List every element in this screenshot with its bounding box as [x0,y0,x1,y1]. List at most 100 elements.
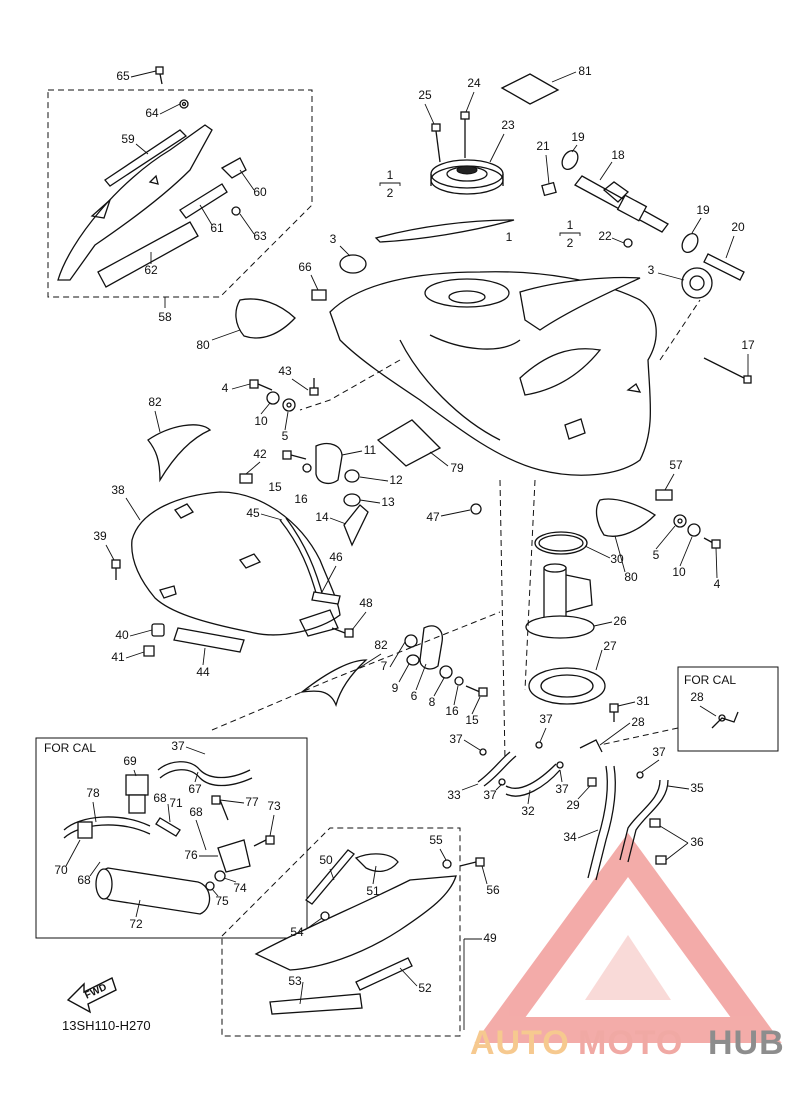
callout-12: 12 [389,473,403,487]
seal-62 [97,221,199,288]
hose-67 [157,761,253,787]
cap-3a [339,254,367,274]
for-cal-label-small: FOR CAL [684,673,736,687]
callout-26: 26 [613,614,627,628]
seal-51 [354,853,399,873]
stay-14 [343,504,369,547]
diagram-code: 13SH110-H270 [62,1018,151,1033]
clamp-36a [649,818,661,828]
collar-9 [406,654,420,666]
screw-22 [623,238,633,248]
callout-32: 32 [521,804,535,818]
label-81 [500,73,560,105]
callout-58: 58 [158,310,172,324]
hose-32 [505,763,561,797]
callout-41: 41 [111,650,125,664]
washer-16-mid [454,676,464,686]
seal-strip-59 [104,129,188,187]
callout-73: 73 [267,799,281,813]
collar-75 [205,881,215,891]
collar-5-left [282,398,296,412]
collar-64 [179,99,189,109]
callout-10: 10 [672,565,686,579]
callout-70: 70 [54,863,68,877]
callout-17: 17 [741,338,755,352]
bolt-17 [703,357,752,384]
callout-4: 4 [222,381,229,395]
damper-8 [439,665,453,679]
callout-38: 38 [111,483,125,497]
bracket-76 [217,839,251,873]
callout-50: 50 [319,853,333,867]
damper-19b [681,233,699,253]
cover-80-left [235,298,296,339]
o-ring-30 [534,531,588,555]
for-cal-box-small [677,666,779,752]
callout-80: 80 [196,338,210,352]
callout-81: 81 [578,64,592,78]
bolt-25 [431,123,441,163]
callout-20: 20 [731,220,745,234]
callout-75: 75 [215,894,229,908]
decal-right-1-2 [519,276,641,331]
callout-76: 76 [184,848,198,862]
callout-59: 59 [121,132,135,146]
callout-23: 23 [501,118,515,132]
callout-82: 82 [374,638,388,652]
callout-54: 54 [290,925,304,939]
damper-47 [470,503,482,515]
callout-35: 35 [690,781,704,795]
callout-1: 1 [387,168,394,182]
callout-47: 47 [426,510,440,524]
callout-37: 37 [652,745,666,759]
assembly-guide-lines [211,299,701,761]
callout-2: 2 [567,236,574,250]
plate-27 [528,667,606,705]
callout-18: 18 [611,148,625,162]
damper-66 [311,289,327,301]
hose-clip-37-group [479,741,644,786]
fuel-pump-26 [525,563,595,639]
for-cal-label-large: FOR CAL [44,741,96,755]
watermark-hub: HUB [708,1024,785,1062]
bolt-15-top [282,450,307,460]
callout-8: 8 [429,695,436,709]
callout-69: 69 [123,754,137,768]
callout-28: 28 [690,690,704,704]
callout-9: 9 [392,681,399,695]
callout-3: 3 [648,263,655,277]
callout-24: 24 [467,76,481,90]
screw-63 [231,206,241,216]
callout-30: 30 [610,552,624,566]
seal-44 [173,627,245,653]
washer-16-top [302,463,312,473]
band-46 [311,591,341,605]
callout-31: 31 [636,694,650,708]
callout-43: 43 [278,364,292,378]
cover-79 [376,419,442,467]
garnish-82-top [147,424,212,483]
group-58-side-cover-box [47,89,313,308]
fuel-tank-1 [329,271,657,476]
callout-48: 48 [359,596,373,610]
hose-34 [587,765,616,881]
callout-56: 56 [486,883,500,897]
callout-4: 4 [714,577,721,591]
screw-54 [320,911,330,921]
callout-82: 82 [148,395,162,409]
decal-left-1-2 [374,219,515,243]
screw-39 [111,559,121,580]
under-cover-panel [254,875,457,971]
leader-lines [65,70,749,1030]
bolt-4-left [249,379,273,391]
callout-29: 29 [566,798,580,812]
screw-65 [155,66,164,85]
group-49-under-cover-box [221,827,461,1037]
fwd-arrow-icon: FWD [66,977,117,1014]
watermark-triangle-logo [474,832,782,1043]
damper-10-left [266,391,280,405]
bolt-24 [460,111,470,158]
hose-35 [619,779,669,863]
callout-39: 39 [93,529,107,543]
